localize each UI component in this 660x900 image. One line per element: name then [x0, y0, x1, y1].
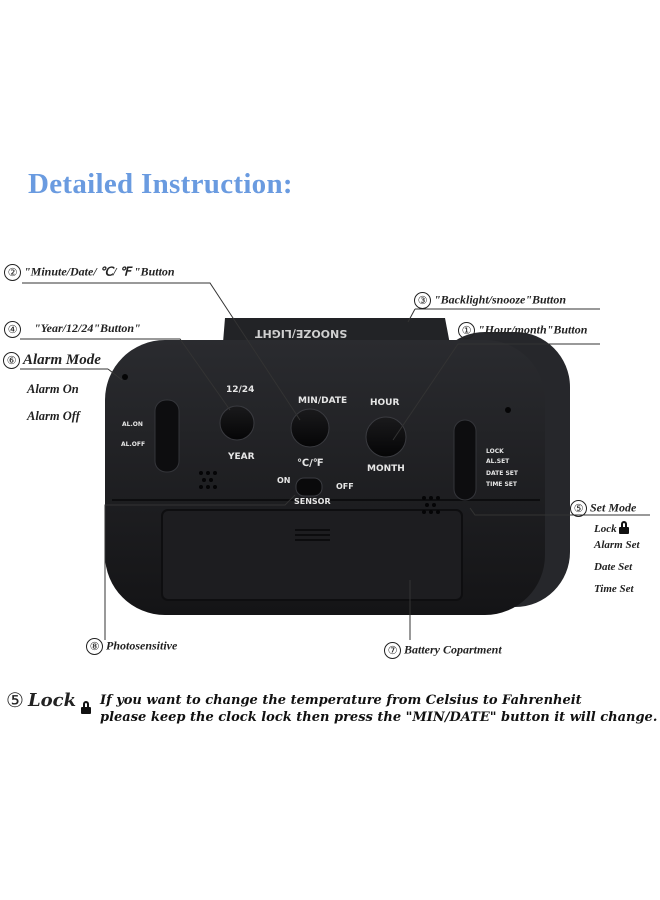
label-cf: ℃/℉: [297, 458, 324, 469]
note-lock-icon: [81, 700, 91, 714]
label-off: OFF: [336, 482, 354, 491]
set-lock-row: Lock: [594, 521, 630, 535]
label-al-off: AL.OFF: [121, 441, 146, 448]
alarm-set-label: Alarm Set: [594, 539, 640, 551]
note-line-2: please keep the clock lock then press th…: [100, 710, 658, 725]
num-6: ⑥: [3, 352, 20, 370]
callout-hour: ①"Hour/month"Button: [458, 322, 587, 339]
label-date-set: DATE SET: [486, 470, 518, 477]
snooze-light-label: SNOOZE/LIGHT: [255, 327, 348, 340]
set-lock-label: Lock: [594, 523, 617, 535]
photosensor: [122, 374, 128, 380]
callout-year-label: "Year/12/24"Button": [34, 321, 141, 336]
callout-year: ④ "Year/12/24"Button": [4, 321, 141, 338]
num-8: ⑧: [86, 638, 103, 655]
alarm-mode-label: Alarm Mode: [23, 352, 101, 368]
set-mode-label: Set Mode: [590, 500, 637, 515]
label-time-set: TIME SET: [486, 481, 517, 488]
callout-min-date-label: "Minute/Date/ ℃/ ℉ "Button: [24, 264, 175, 279]
label-min-date: MIN/DATE: [298, 396, 348, 406]
alarm-on-label: Alarm On: [27, 382, 79, 396]
label-year: YEAR: [228, 452, 255, 462]
num-2: ②: [4, 264, 21, 281]
cf-switch: [295, 477, 323, 497]
time-set-label: Time Set: [594, 583, 634, 595]
label-hour: HOUR: [370, 398, 400, 408]
label-al-set: AL.SET: [486, 458, 510, 465]
leader-lines: [20, 282, 650, 640]
label-on: ON: [277, 476, 291, 485]
num-5: ⑤: [570, 500, 587, 517]
note-line-1: If you want to change the temperature fr…: [100, 693, 582, 708]
set-mode-switch: [453, 419, 477, 501]
left-speaker: [199, 471, 217, 489]
num-3: ③: [414, 292, 431, 309]
right-speaker: [422, 496, 440, 514]
callout-min-date: ②"Minute/Date/ ℃/ ℉ "Button: [4, 264, 175, 281]
num-1: ①: [458, 322, 475, 339]
date-set-label: Date Set: [594, 561, 633, 573]
callout-backlight: ③"Backlight/snooze"Button: [414, 292, 566, 309]
callout-hour-label: "Hour/month"Button: [478, 322, 588, 337]
hour-month-button: [365, 416, 407, 458]
alarm-off-label: Alarm Off: [27, 409, 80, 423]
min-date-button: [290, 408, 330, 448]
label-sensor: SENSOR: [294, 497, 331, 506]
num-4: ④: [4, 321, 21, 338]
label-month: MONTH: [367, 464, 405, 474]
photosensitive-label: Photosensitive: [106, 638, 178, 653]
note-lock-label: Lock: [28, 690, 77, 711]
year-1224-button: [219, 405, 255, 441]
label-1224: 12/24: [226, 385, 255, 395]
lock-icon: [619, 521, 630, 535]
label-al-on: AL.ON: [122, 421, 143, 428]
battery-lid: [161, 509, 463, 601]
note-num: ⑤: [6, 688, 24, 712]
battery-label: Battery Copartment: [404, 642, 502, 657]
bottom-note: ⑤ Lock If you want to change the tempera…: [6, 688, 660, 725]
callout-backlight-label: "Backlight/snooze"Button: [434, 292, 567, 307]
alarm-switch: [154, 399, 180, 473]
page-title: Detailed Instruction:: [28, 168, 293, 200]
label-lock-switch: LOCK: [486, 448, 504, 455]
num-7: ⑦: [384, 642, 401, 659]
